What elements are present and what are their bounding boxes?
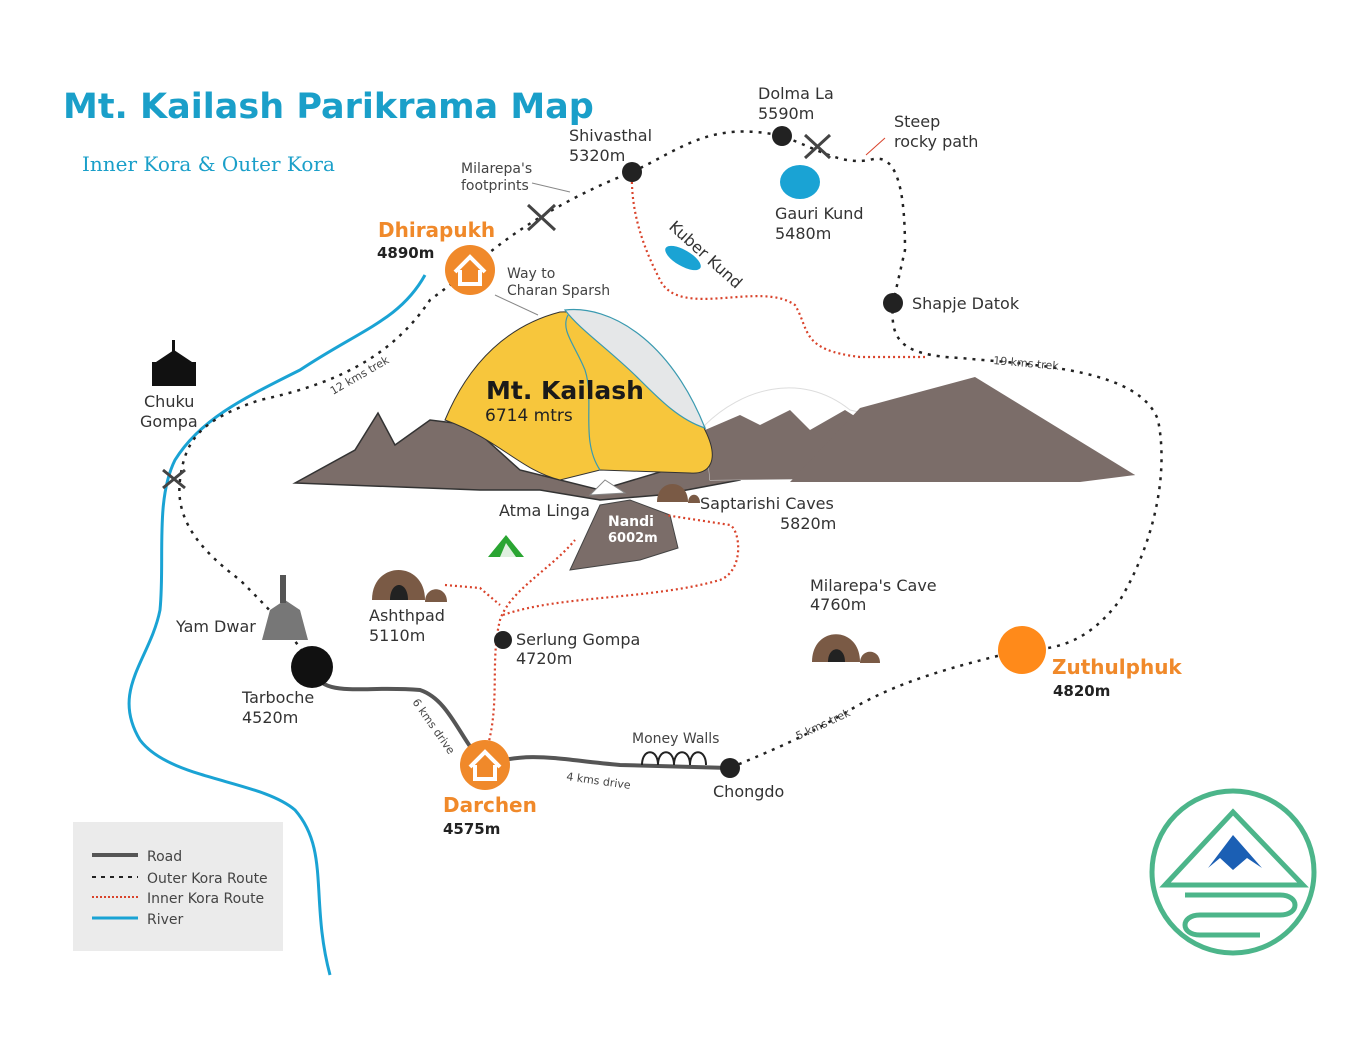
road (310, 666, 731, 770)
saptarishi-label: Saptarishi Caves (700, 494, 834, 513)
chuku-gompa-icon (152, 340, 196, 386)
marker-serlung[interactable] (494, 631, 512, 649)
legend-river: River (147, 912, 184, 928)
milarepa-footprints-l2: footprints (461, 178, 529, 194)
distance-19km: 19 kms trek (993, 354, 1060, 373)
yam-dwar-label: Yam Dwar (175, 617, 256, 636)
gauri-kund-elev: 5480m (775, 224, 831, 243)
milarepa-cave-elev: 4760m (810, 595, 866, 614)
darchen-house-icon[interactable] (460, 740, 510, 790)
distance-6km: 6 kms drive (410, 696, 458, 757)
kailash-name: Mt. Kailash (486, 376, 644, 405)
location-markers (152, 126, 1046, 790)
dhirapukh-elev: 4890m (377, 244, 434, 262)
outer-kora-route (178, 130, 1163, 770)
zuthulphuk-label: Zuthulphuk (1052, 655, 1182, 679)
ashthpad-label: Ashthpad (369, 606, 445, 625)
milarepa-cave-label: Milarepa's Cave (810, 576, 937, 595)
legend-outer: Outer Kora Route (147, 871, 268, 887)
charan-sparsh-l2: Charan Sparsh (507, 283, 610, 299)
chuku-gompa-l2: Gompa (140, 412, 198, 431)
dhirapukh-label: Dhirapukh (378, 218, 495, 242)
darchen-elev: 4575m (443, 820, 500, 838)
river (127, 274, 427, 976)
brand-logo (1149, 788, 1317, 956)
shapje-datok-label: Shapje Datok (912, 294, 1020, 313)
marker-dolma-la[interactable] (772, 126, 792, 146)
legend: Road Outer Kora Route Inner Kora Route R… (73, 822, 283, 951)
dolma-la-elev: 5590m (758, 104, 814, 123)
nandi-elev: 6002m (608, 531, 658, 546)
zuthulphuk-elev: 4820m (1053, 682, 1110, 700)
marker-zuthulphuk[interactable] (998, 626, 1046, 674)
tarboche-label: Tarboche (241, 688, 314, 707)
dhirapukh-house-icon[interactable] (445, 245, 495, 295)
legend-road: Road (147, 849, 182, 865)
milarepa-footprints-l1: Milarepa's (461, 161, 532, 177)
map-title: Mt. Kailash Parikrama Map (63, 87, 594, 127)
gauri-kund-label: Gauri Kund (775, 204, 864, 223)
mountain-range (292, 308, 1136, 571)
pass-icons (162, 133, 832, 490)
chuku-gompa-l1: Chuku (144, 392, 194, 411)
legend-inner: Inner Kora Route (147, 891, 264, 907)
darchen-label: Darchen (443, 793, 537, 817)
map-subtitle: Inner Kora & Outer Kora (82, 152, 335, 176)
atma-linga-label: Atma Linga (499, 501, 590, 520)
charan-sparsh-l1: Way to (507, 266, 555, 282)
marker-chongdo[interactable] (720, 758, 740, 778)
serlung-label: Serlung Gompa (516, 630, 640, 649)
distance-4km: 4 kms drive (566, 770, 632, 792)
marker-shapje-datok[interactable] (883, 293, 903, 313)
tarboche-elev: 4520m (242, 708, 298, 727)
distance-5km: 5 kms trek (794, 706, 853, 743)
kailash-elevation: 6714 mtrs (485, 406, 573, 426)
steep-l2: rocky path (894, 132, 978, 151)
kuber-kund-lake (665, 245, 701, 271)
serlung-elev: 4720m (516, 649, 572, 668)
saptarishi-elev: 5820m (780, 514, 836, 533)
shivasthal-elev: 5320m (569, 146, 625, 165)
shivasthal-label: Shivasthal (569, 126, 652, 145)
cave-icon-saptarishi (657, 484, 700, 503)
tent-icon (488, 535, 524, 557)
chongdo-label: Chongdo (713, 782, 784, 801)
nandi-label: Nandi (608, 514, 654, 530)
money-walls-label: Money Walls (632, 731, 719, 747)
steep-l1: Steep (894, 112, 940, 131)
cave-icon-ashthpad (372, 570, 447, 602)
marker-shivasthal[interactable] (622, 162, 642, 182)
ashthpad-elev: 5110m (369, 626, 425, 645)
money-walls-icon (641, 751, 707, 766)
cave-icon-milarepa (812, 634, 880, 663)
yam-dwar-chorten-icon (262, 575, 308, 640)
distance-12km: 12 kms trek (328, 353, 392, 397)
dolma-la-label: Dolma La (758, 84, 834, 103)
gauri-kund-lake (780, 165, 820, 199)
marker-tarboche[interactable] (291, 646, 333, 688)
pointer-arrows (494, 137, 886, 316)
inner-kora-route (444, 171, 925, 746)
